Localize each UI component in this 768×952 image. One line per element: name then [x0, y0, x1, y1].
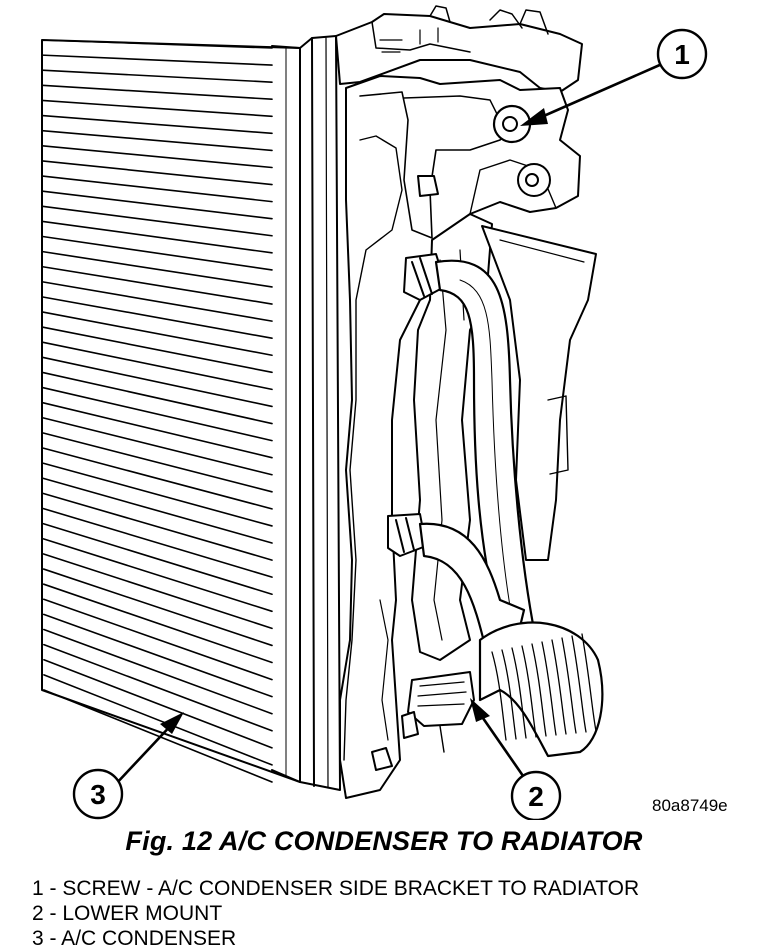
- callout-1-leader: [528, 62, 664, 124]
- condenser-fin-line: [41, 175, 273, 203]
- condenser-fin-line: [42, 598, 273, 681]
- condenser-fin-line: [42, 356, 273, 408]
- condenser-fin-line: [43, 643, 273, 732]
- condenser-fin-line: [42, 401, 273, 459]
- condenser-fin-line: [42, 477, 273, 544]
- condenser-fin-line: [42, 538, 273, 613]
- condenser-fin-line: [43, 658, 273, 749]
- condenser-fin-line: [41, 84, 273, 101]
- legend-list: 1 - SCREW - A/C CONDENSER SIDE BRACKET T…: [32, 876, 639, 951]
- callout-2: 2: [510, 770, 562, 820]
- hose-corrugation: [511, 647, 527, 739]
- condenser-fin-line: [43, 628, 273, 715]
- condenser-fin-line: [41, 265, 273, 305]
- callout-3: 3: [72, 768, 124, 820]
- condenser-fins: [41, 39, 273, 783]
- leader-arrows: [112, 62, 664, 788]
- legend-item: 2 - LOWER MOUNT: [32, 902, 223, 925]
- svg-text:1: 1: [674, 39, 690, 70]
- condenser-fin-line: [41, 235, 273, 271]
- condenser-diagram: 1 2 3: [41, 5, 708, 820]
- hose-corrugation: [541, 641, 557, 736]
- condenser-fin-line: [41, 69, 273, 83]
- condenser-fin-line: [41, 145, 273, 169]
- hose-corrugation: [491, 651, 507, 741]
- bracket-screw: [371, 104, 551, 771]
- condenser-fin-line: [42, 417, 273, 476]
- condenser-fin-line: [41, 296, 273, 339]
- condenser-fin-line: [42, 386, 273, 442]
- corrugated-hose: [478, 621, 604, 758]
- condenser-fin-line: [42, 341, 273, 391]
- condenser-side-tank: [299, 35, 341, 791]
- hose-corrugation: [531, 643, 547, 737]
- condenser-fin-line: [41, 281, 273, 322]
- callout-3-leader: [112, 718, 178, 788]
- hose-clamp-lower: [387, 513, 427, 557]
- hose-corrugation: [521, 645, 537, 738]
- condenser-fin-line: [42, 371, 273, 425]
- figure-title: Fig. 12 A/C CONDENSER TO RADIATOR: [125, 826, 643, 856]
- callout-1: 1: [656, 28, 708, 80]
- condenser-fin-line: [41, 114, 273, 135]
- condenser-fin-line: [42, 553, 273, 630]
- condenser-fin-line: [42, 462, 273, 527]
- side-bracket: [339, 75, 581, 799]
- condenser-fin-line: [42, 447, 273, 510]
- condenser-fin-line: [42, 432, 273, 493]
- hose-corrugation: [551, 639, 567, 735]
- condenser-fin-line: [42, 311, 273, 357]
- condenser-fin-line: [42, 326, 273, 374]
- legend-item: 3 - A/C CONDENSER: [32, 927, 237, 950]
- hose-corrugation: [571, 635, 587, 733]
- condenser-fin-line: [42, 568, 273, 647]
- legend-item: 1 - SCREW - A/C CONDENSER SIDE BRACKET T…: [32, 877, 640, 900]
- condenser-fin-line: [43, 689, 273, 783]
- hose-corrugation: [581, 633, 597, 732]
- condenser-fin-line: [41, 190, 273, 220]
- condenser-fin-line: [41, 220, 273, 254]
- condenser-fin-line: [43, 674, 273, 766]
- condenser-fin-line: [41, 54, 273, 66]
- figure-reference-code: 80a8749e: [652, 796, 728, 815]
- condenser-fin-line: [42, 507, 273, 578]
- svg-text:2: 2: [528, 781, 544, 812]
- hose-corrugation: [501, 649, 517, 740]
- condenser-core: [41, 39, 301, 783]
- condenser-fin-line: [42, 613, 273, 698]
- condenser-fin-line: [41, 250, 273, 288]
- callout-2-leader: [474, 706, 532, 788]
- condenser-fin-line: [41, 160, 273, 186]
- fan-shroud-flap: [481, 225, 597, 561]
- svg-text:3: 3: [90, 779, 106, 810]
- lower-mount: [401, 671, 475, 753]
- radiator-upper-tank: [335, 5, 583, 93]
- condenser-fin-line: [41, 205, 273, 237]
- condenser-fin-line: [41, 39, 273, 49]
- condenser-fin-line: [42, 492, 273, 561]
- condenser-fin-line: [42, 522, 273, 596]
- condenser-fin-line: [41, 99, 273, 118]
- hose-corrugation: [561, 637, 577, 734]
- condenser-fin-line: [42, 583, 273, 664]
- condenser-fin-line: [41, 129, 273, 152]
